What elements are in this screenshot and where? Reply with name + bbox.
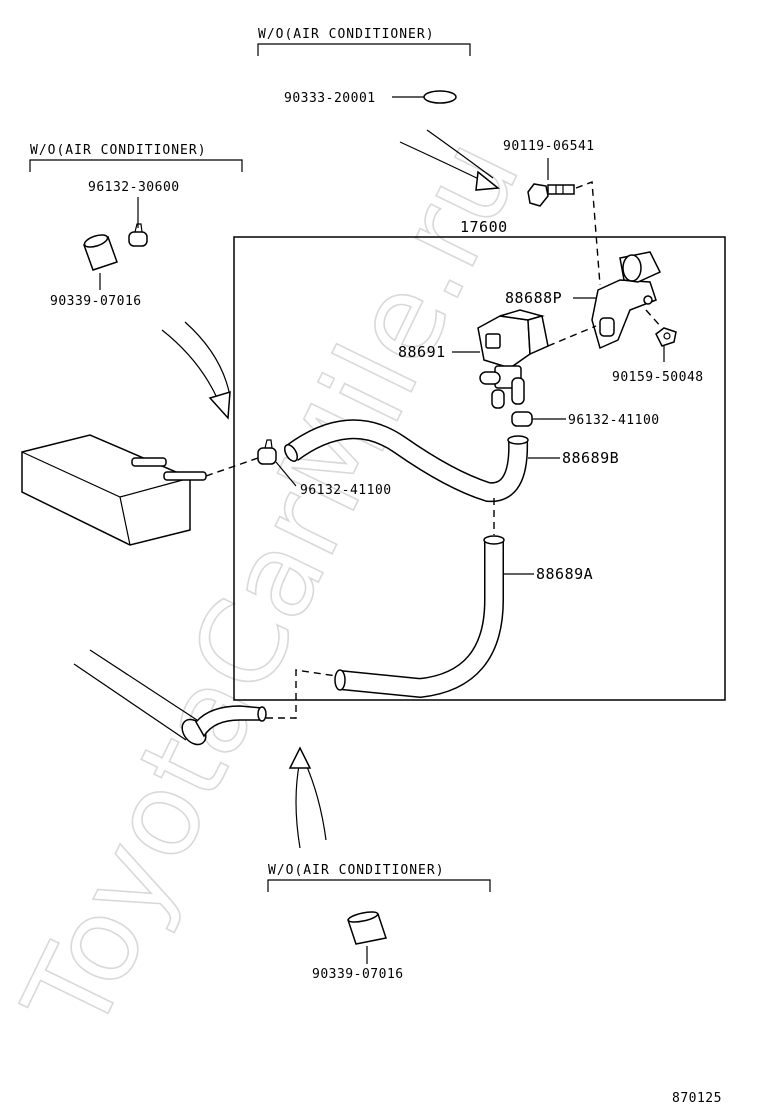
hose-clip-left-icon [257, 439, 277, 465]
assembly-17600-box [233, 236, 726, 701]
hose-joint-icon [83, 234, 118, 271]
label-88689B: 88689B [562, 449, 619, 467]
small-bolt-icon [655, 327, 677, 347]
note-left-bracket [29, 159, 243, 172]
note-bottom: W/O(AIR CONDITIONER) [268, 863, 445, 878]
label-96132-30600: 96132-30600 [88, 180, 180, 195]
label-90333-20001: 90333-20001 [284, 91, 376, 106]
bracket-88688P-icon [591, 251, 662, 350]
intake-pipe-icon [73, 649, 267, 746]
label-90159-50048: 90159-50048 [612, 370, 704, 385]
hose-clip-right-icon [511, 411, 540, 427]
hose-88689A-icon [334, 535, 505, 699]
dash-valve-bracket [547, 325, 597, 347]
note-bottom-bracket [267, 879, 491, 892]
arrow-top [399, 129, 500, 191]
bolt-icon [527, 183, 575, 207]
diagram-code: 870125 [672, 1091, 722, 1106]
leader-96132-41100-left [275, 461, 297, 487]
watermark: ToyotaCarMile.ru [0, 119, 546, 1053]
label-88688P: 88688P [505, 289, 562, 307]
label-17600: 17600 [460, 218, 508, 236]
label-96132-41100-right: 96132-41100 [568, 413, 660, 428]
note-top: W/O(AIR CONDITIONER) [258, 27, 435, 42]
label-96132-41100-left: 96132-41100 [300, 483, 392, 498]
engine-component-icon [21, 434, 207, 546]
note-bottom-group: W/O(AIR CONDITIONER) [267, 863, 491, 892]
dash-engine-clip [205, 457, 259, 477]
hose-joint-bottom-icon [347, 911, 387, 945]
dash-pipe-hose [266, 669, 337, 719]
note-top-group: W/O(AIR CONDITIONER) [257, 27, 471, 56]
hose-clip-icon [128, 223, 148, 247]
dash-bolt-bracket [575, 181, 601, 286]
note-left: W/O(AIR CONDITIONER) [30, 143, 207, 158]
note-top-bracket [257, 43, 471, 56]
arrow-left [161, 321, 231, 420]
label-88691: 88691 [398, 343, 446, 361]
vacuum-switching-valve-icon [477, 309, 549, 409]
dash-small-bolt [645, 309, 663, 329]
hole-plug-icon [423, 90, 457, 104]
label-88689A: 88689A [536, 565, 593, 583]
hose-88689B-icon [284, 419, 529, 503]
label-90339-07016-bottom: 90339-07016 [312, 967, 404, 982]
note-left-group: W/O(AIR CONDITIONER) [29, 143, 243, 172]
arrow-bottom [288, 746, 327, 849]
label-90339-07016-top: 90339-07016 [50, 294, 142, 309]
label-90119-06541: 90119-06541 [503, 139, 595, 154]
